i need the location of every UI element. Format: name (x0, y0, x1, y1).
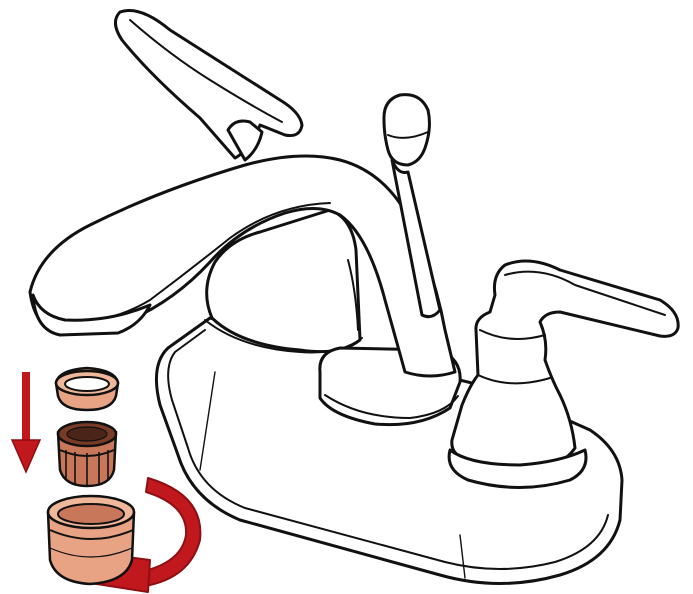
down-arrow (12, 372, 40, 472)
aerator-housing (48, 496, 134, 584)
washer-ring (56, 368, 118, 410)
left-handle (115, 10, 302, 160)
right-handle (449, 261, 678, 488)
aerator-insert (58, 422, 116, 486)
